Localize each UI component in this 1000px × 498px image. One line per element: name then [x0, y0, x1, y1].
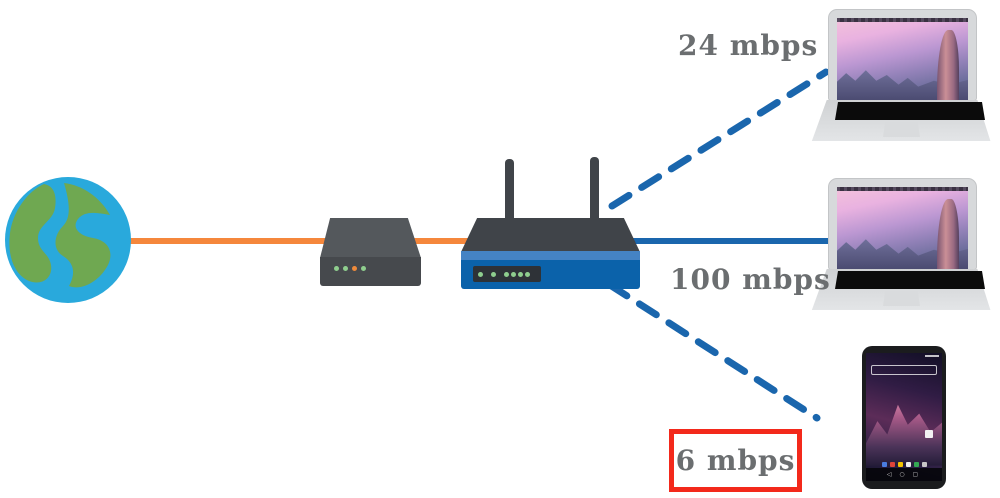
speed-label-laptop-middle: 100 mbps — [670, 263, 831, 296]
internet-globe-icon — [5, 177, 131, 303]
router-antenna-left — [505, 159, 514, 227]
laptop-top-device — [810, 7, 996, 141]
wallpaper-halfdome — [936, 198, 959, 270]
led-indicator — [343, 266, 348, 271]
laptop-menubar — [837, 187, 968, 191]
app-icon — [881, 461, 887, 467]
app-icon — [921, 461, 927, 467]
led-indicator — [361, 266, 366, 271]
laptop-menubar — [837, 18, 968, 22]
modem-led-indicators — [334, 266, 366, 271]
speed-label-phone: 6 mbps — [675, 444, 796, 477]
phone-search-bar — [870, 364, 938, 375]
router-to-phone-wifi-link — [606, 281, 821, 422]
router-led-indicators — [473, 266, 541, 282]
led-indicator — [511, 271, 516, 277]
speed-label-laptop-top: 24 mbps — [678, 29, 819, 62]
router-device — [461, 155, 640, 291]
phone-wallpaper-mountain — [866, 404, 942, 466]
laptop-keyboard — [835, 102, 985, 120]
laptop-lid — [828, 9, 977, 101]
phone-nav-buttons: ◁ ○ ▢ — [866, 468, 942, 481]
led-indicator — [504, 271, 509, 277]
modem-top-face — [320, 218, 421, 258]
phone-app-icon — [924, 429, 933, 438]
led-indicator — [518, 271, 523, 277]
phone-speed-highlight-box: 6 mbps — [669, 429, 802, 492]
router-front-highlight — [461, 251, 640, 260]
app-icon — [913, 461, 919, 467]
laptop-lid — [828, 178, 977, 270]
laptop-trackpad — [883, 291, 920, 306]
laptop-trackpad — [883, 122, 920, 137]
modem-front-face — [320, 257, 421, 286]
app-icon — [897, 461, 903, 467]
laptop-middle-device — [810, 176, 996, 310]
led-indicator — [491, 271, 496, 277]
wallpaper-halfdome — [936, 29, 959, 101]
phone-status-bar — [925, 355, 939, 357]
laptop-screen-wallpaper — [837, 18, 968, 101]
laptop-screen-wallpaper — [837, 187, 968, 270]
app-icon — [889, 461, 895, 467]
router-antenna-right — [590, 157, 599, 227]
led-indicator — [352, 266, 357, 271]
phone-device: ◁ ○ ▢ — [862, 346, 946, 489]
laptop-keyboard — [835, 271, 985, 289]
router-to-laptop-top-wifi-link — [608, 68, 830, 210]
app-icon — [905, 461, 911, 467]
phone-screen-wallpaper: ◁ ○ ▢ — [866, 353, 942, 481]
globe-landmass-east — [55, 183, 111, 288]
led-indicator — [525, 271, 530, 277]
router-top-face — [461, 218, 640, 252]
led-indicator — [478, 271, 483, 277]
led-indicator — [334, 266, 339, 271]
modem-device — [320, 218, 421, 286]
phone-dock-icons — [866, 461, 942, 469]
globe-landmass-west — [9, 184, 56, 283]
